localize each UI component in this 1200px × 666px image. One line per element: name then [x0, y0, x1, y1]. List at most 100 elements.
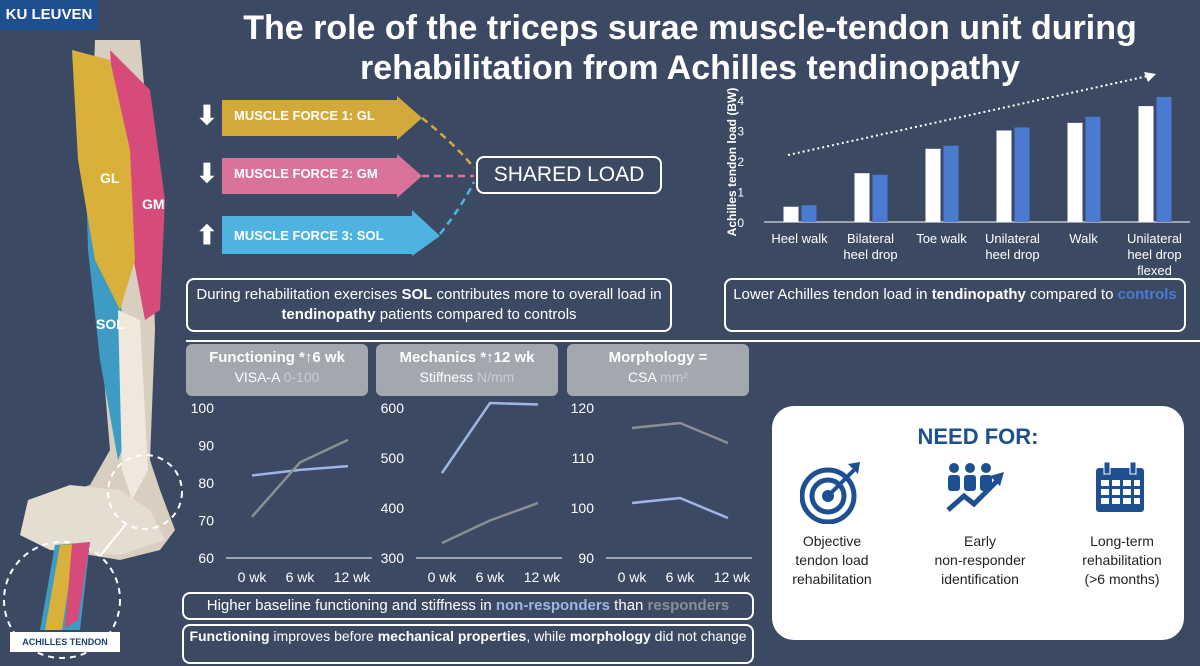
trend-arrow-head [1144, 72, 1156, 82]
gl-force-arrow [222, 96, 422, 140]
team-growth-icon [946, 463, 1004, 512]
line-box1-non-responders: non-responders [495, 597, 611, 614]
bar-box-text-1: Lower Achilles tendon load in [733, 286, 932, 303]
morphology-measure: CSA [628, 369, 660, 385]
bar-box-tendinopathy: tendinopathy [931, 286, 1026, 303]
bar-5-0 [1138, 106, 1154, 222]
sol-label: SOL [96, 316, 125, 332]
morphology-unit: mm² [659, 369, 688, 385]
need-item-2-text: Early non-responder identification [910, 532, 1050, 589]
stiffness-x-tick-0: 0 wk [428, 569, 458, 585]
sol-box-text-3: patients compared to controls [375, 306, 577, 323]
mechanics-measure: Stiffness [419, 369, 477, 385]
bar-category-label-1-0: Bilateral [847, 231, 894, 246]
line-box2-morphology: morphology [569, 628, 651, 644]
line-box2-text-1: improves before [269, 628, 378, 644]
bar-category-label-3-0: Unilateral [985, 231, 1040, 246]
tendon-load-box: Lower Achilles tendon load in tendinopat… [724, 278, 1186, 332]
bar-box-text-2: compared to [1025, 286, 1118, 303]
need-item-1-line-3: rehabilitation [792, 571, 872, 587]
stiffness-series-1 [441, 501, 539, 545]
line-box1-responders: responders [647, 597, 730, 614]
bar-y-tick-0: 0 [737, 216, 744, 230]
force-2-label: MUSCLE FORCE 2: GM [234, 166, 378, 181]
line-box2-mechanical: mechanical properties [377, 628, 527, 644]
calendar-icon [1096, 461, 1144, 512]
bar-category-label-0-0: Heel walk [771, 231, 828, 246]
bar-4-0 [1067, 122, 1083, 222]
bar-y-tick-4: 4 [737, 94, 744, 108]
line-box2-functioning: Functioning [189, 628, 270, 644]
need-item-3-line-3: (>6 months) [1084, 571, 1160, 587]
bar-1-1 [872, 174, 888, 222]
bar-y-tick-3: 3 [737, 125, 744, 139]
bar-2-1 [943, 145, 959, 222]
bar-4-1 [1085, 116, 1101, 222]
bar-category-label-1-1: heel drop [843, 247, 897, 262]
visa-a-y-tick-3: 90 [198, 438, 214, 454]
line-box2-text-3: did not change [650, 628, 747, 644]
gl-down-icon: ⬇ [196, 100, 218, 130]
baseline-functioning-box: Higher baseline functioning and stiffnes… [182, 592, 754, 620]
bar-category-label-2-0: Toe walk [916, 231, 967, 246]
visa-a-y-tick-1: 70 [198, 513, 214, 529]
stiffness-y-tick-1: 400 [381, 500, 405, 516]
csa-x-tick-0: 0 wk [618, 569, 648, 585]
need-for-panel: NEED FOR: Objective tendon load rehabili… [772, 406, 1184, 640]
bar-category-label-3-1: heel drop [985, 247, 1039, 262]
bar-category-label-5-1: heel drop [1127, 247, 1181, 262]
stiffness-y-tick-0: 300 [381, 550, 405, 566]
bar-2-0 [925, 148, 941, 222]
csa-y-tick-0: 90 [578, 550, 594, 566]
bar-category-label-4-0: Walk [1069, 231, 1098, 246]
csa-x-tick-2: 12 wk [714, 569, 752, 585]
bar-category-label-5-0: Unilateral [1127, 231, 1182, 246]
bar-1-0 [854, 173, 870, 222]
morphology-title: Morphology = [608, 349, 708, 366]
ku-leuven-logo: KU LEUVEN [0, 0, 98, 30]
bar-3-1 [1014, 127, 1030, 222]
stiffness-x-tick-1: 6 wk [476, 569, 506, 585]
force-1-label: MUSCLE FORCE 1: GL [234, 108, 375, 123]
need-item-1-line-2: tendon load [795, 552, 869, 568]
functioning-measure: VISA-A [234, 369, 284, 385]
visa-a-x-tick-1: 6 wk [286, 569, 316, 585]
bar-category-label-5-2: flexed [1137, 263, 1172, 278]
visa-a-x-tick-2: 12 wk [334, 569, 372, 585]
mechanics-header: Mechanics *↑12 wk Stiffness N/mm [376, 344, 558, 396]
csa-y-tick-2: 110 [572, 450, 595, 466]
visa-a-x-tick-0: 0 wk [238, 569, 268, 585]
sol-box-text-1: During rehabilitation exercises [196, 286, 402, 303]
gl-label: GL [100, 170, 120, 186]
bar-3-0 [996, 130, 1012, 222]
stiffness-y-tick-3: 600 [381, 400, 405, 416]
target-icon [800, 462, 860, 524]
csa-y-tick-3: 120 [571, 400, 595, 416]
title-line-2: rehabilitation from Achilles tendinopath… [360, 49, 1020, 87]
shared-load-box: SHARED LOAD [476, 156, 662, 194]
section-divider [186, 340, 1200, 342]
need-item-3-line-2: rehabilitation [1082, 552, 1162, 568]
morphology-header: Morphology = CSA mm² [567, 344, 749, 396]
need-item-3-text: Long-term rehabilitation (>6 months) [1060, 532, 1184, 589]
sol-contribution-box: During rehabilitation exercises SOL cont… [186, 278, 672, 332]
visa-a-series-0 [251, 464, 349, 477]
csa-y-tick-1: 100 [571, 500, 595, 516]
sol-force-arrow [222, 210, 440, 256]
sol-box-tendinopathy: tendinopathy [281, 306, 376, 323]
stiffness-x-tick-2: 12 wk [524, 569, 562, 585]
functioning-header: Functioning *↑6 wk VISA-A 0-100 [186, 344, 368, 396]
force-3-label: MUSCLE FORCE 3: SOL [234, 228, 384, 243]
gm-label: GM [142, 196, 165, 212]
bar-y-tick-2: 2 [737, 155, 744, 169]
functioning-title: Functioning *↑6 wk [209, 349, 345, 366]
need-item-1-line-1: Objective [802, 533, 862, 549]
bar-5-1 [1156, 96, 1172, 222]
bar-y-tick-1: 1 [737, 186, 744, 200]
stiffness-series-0 [440, 401, 539, 474]
need-item-2-line-1: Early [964, 533, 996, 549]
functioning-unit: 0-100 [283, 369, 320, 385]
